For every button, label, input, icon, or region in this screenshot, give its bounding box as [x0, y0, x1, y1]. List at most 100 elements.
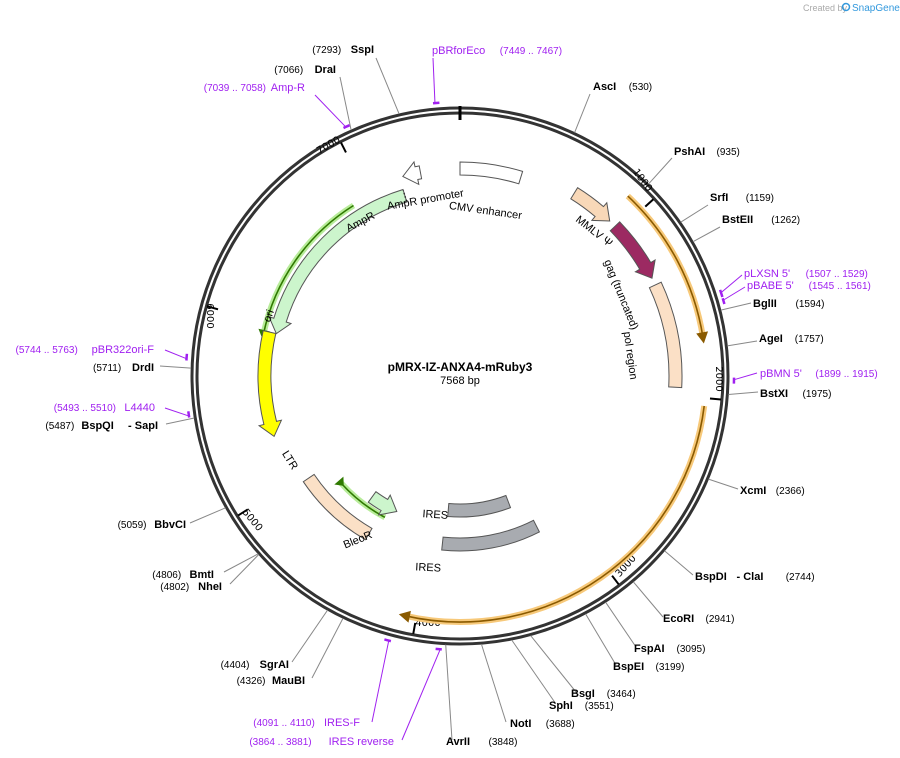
enzyme-site-sgrai[interactable]: SgrAI(4404) — [221, 659, 289, 671]
enzyme-site-bspdi[interactable]: BspDI- ClaI(2744) — [695, 571, 815, 583]
feature-ori[interactable] — [257, 330, 283, 438]
snapgene-logo-icon — [841, 2, 851, 12]
enzyme-position: (2941) — [706, 614, 735, 625]
enzyme-site-agei[interactable]: AgeI(1757) — [759, 333, 824, 345]
orf-arc-main-arrowhead — [398, 610, 411, 623]
primer-name: Amp-R — [271, 82, 305, 94]
label-ori: ori — [261, 308, 276, 324]
enzyme-site-bsgi[interactable]: BsgI (3464) — [571, 688, 636, 700]
tick-label: 1000 — [630, 167, 654, 194]
enzyme-site-bglii[interactable]: BglII(1594) — [753, 298, 824, 310]
primer-range: (1507 .. 1529) — [806, 269, 868, 280]
enzyme-site-ecori[interactable]: EcoRI (2941) — [663, 613, 734, 625]
enzyme-leader-line — [585, 613, 617, 666]
primer-pbr322ori-f[interactable]: pBR322ori-F (5744 .. 5763) — [16, 344, 155, 356]
plasmid-size: 7568 bp — [440, 375, 480, 387]
enzyme-site-fspai[interactable]: FspAI(3095) — [634, 643, 705, 655]
primer-amp-r[interactable]: Amp-R(7039 .. 7058) — [204, 82, 305, 94]
primer-range: (5744 .. 5763) — [16, 345, 78, 356]
enzyme-leader-line — [708, 478, 739, 490]
enzyme-name: BsgI — [571, 688, 595, 700]
primer-ires-reverse[interactable]: IRES reverse(3864 .. 3881) — [249, 736, 394, 748]
orf-arc-right-arrowhead — [696, 331, 709, 344]
enzyme-leader-line — [648, 157, 673, 185]
enzyme-site-asci[interactable]: AscI(530) — [593, 81, 652, 93]
tick-mark — [644, 198, 655, 208]
enzyme-leader-line — [511, 639, 557, 705]
feature-bleor[interactable] — [367, 491, 398, 516]
enzyme-site-bmti[interactable]: BmtI(4806) — [152, 569, 214, 581]
enzyme-position: (5487) — [45, 421, 74, 432]
enzyme-site-maubi[interactable]: MauBI (4326) — [237, 675, 305, 687]
enzyme-site-bspei[interactable]: BspEI(3199) — [613, 661, 684, 673]
enzyme-position: (1594) — [796, 299, 825, 310]
enzyme-site-avrii[interactable]: AvrII(3848) — [446, 736, 517, 748]
enzyme-site-drai[interactable]: DraI(7066) — [274, 64, 336, 76]
enzyme-site-srfi[interactable]: SrfI(1159) — [710, 192, 774, 204]
primer-binding-mark — [185, 353, 189, 361]
enzyme-position: (4326) — [237, 676, 266, 687]
enzyme-site-bsteii[interactable]: BstEII(1262) — [722, 214, 800, 226]
enzyme-site-xcmi[interactable]: XcmI(2366) — [740, 485, 805, 497]
tick-mark — [340, 142, 347, 153]
feature-ltr[interactable] — [302, 473, 373, 541]
feature-pol-region[interactable] — [648, 281, 683, 389]
primer-l4440[interactable]: L4440(5493 .. 5510) — [54, 402, 155, 414]
enzyme-name: MauBI — [272, 675, 305, 687]
enzyme-name: EcoRI — [663, 613, 694, 625]
label-cmv-enhancer: CMV enhancer — [448, 200, 523, 222]
feature-gag-truncated[interactable] — [609, 221, 656, 279]
tick-mark — [237, 508, 249, 517]
enzyme-leader-line — [720, 302, 752, 311]
primer-name: pBR322ori-F — [92, 344, 155, 356]
enzyme-position: (3464) — [607, 689, 636, 700]
primer-pbabe-5-[interactable]: pBABE 5'(1545 .. 1561) — [747, 280, 871, 292]
label-pol-region: pol region — [621, 331, 640, 381]
primer-plxsn-5-[interactable]: pLXSN 5' (1507 .. 1529) — [744, 268, 868, 280]
enzyme-position: (935) — [717, 147, 740, 158]
enzyme-leader-line — [159, 365, 192, 369]
primer-leader-line — [164, 349, 186, 359]
feature-ires-upper[interactable] — [447, 494, 512, 518]
primer-leader-line — [314, 94, 346, 127]
enzyme-leader-line — [445, 644, 453, 741]
enzyme-site-sspi[interactable]: SspI(7293) — [312, 44, 374, 56]
primer-name: pLXSN 5' — [744, 268, 790, 280]
feature-ires-lower[interactable] — [441, 519, 541, 552]
primer-name: pBABE 5' — [747, 280, 794, 292]
feature-cmv-enhancer[interactable] — [459, 161, 524, 185]
tick-label: 4000 — [415, 618, 440, 629]
enzyme-site-pshai[interactable]: PshAI(935) — [674, 146, 740, 158]
primer-leader-line — [721, 274, 743, 293]
brand-created-by: Created by — [803, 3, 848, 13]
tick-label: 6000 — [204, 303, 215, 328]
enzyme-site-nhei[interactable]: NheI(4802) — [160, 581, 222, 593]
primer-leader-line — [723, 286, 746, 301]
enzyme-site-bstxi[interactable]: BstXI(1975) — [760, 388, 831, 400]
primer-pbrforeco[interactable]: pBRforEco(7449 .. 7467) — [432, 45, 562, 57]
primer-ires-f[interactable]: IRES-F(4091 .. 4110) — [253, 717, 360, 729]
enzyme-leader-line — [530, 635, 577, 693]
enzyme-name: BstXI — [760, 388, 788, 400]
enzyme-name: SrfI — [710, 192, 728, 204]
primer-pbmn-5-[interactable]: pBMN 5'(1899 .. 1915) — [760, 368, 878, 380]
enzyme-position: (4404) — [221, 660, 250, 671]
enzyme-site-drdi[interactable]: DrdI(5711) — [93, 362, 154, 374]
enzyme-leader-line — [165, 417, 195, 425]
primer-leader-line — [734, 372, 758, 380]
enzyme-site-noti[interactable]: NotI(3688) — [510, 718, 575, 730]
primer-range: (1899 .. 1915) — [815, 369, 877, 380]
enzyme-site-sphi[interactable]: SphI(3551) — [549, 700, 614, 712]
enzyme-leader-line — [680, 204, 709, 223]
feature-mmlv-psi[interactable] — [570, 187, 611, 222]
enzyme-position: (2744) — [786, 572, 815, 583]
brand-name: SnapGene — [852, 3, 900, 14]
enzyme-leader-line — [229, 554, 260, 585]
feature-ampr[interactable] — [268, 188, 408, 335]
feature-ampr-promoter[interactable] — [402, 160, 423, 186]
enzyme-position: (1262) — [771, 215, 800, 226]
enzyme-site-bbvci[interactable]: BbvCI(5059) — [118, 519, 186, 531]
primer-leader-line — [432, 57, 436, 103]
